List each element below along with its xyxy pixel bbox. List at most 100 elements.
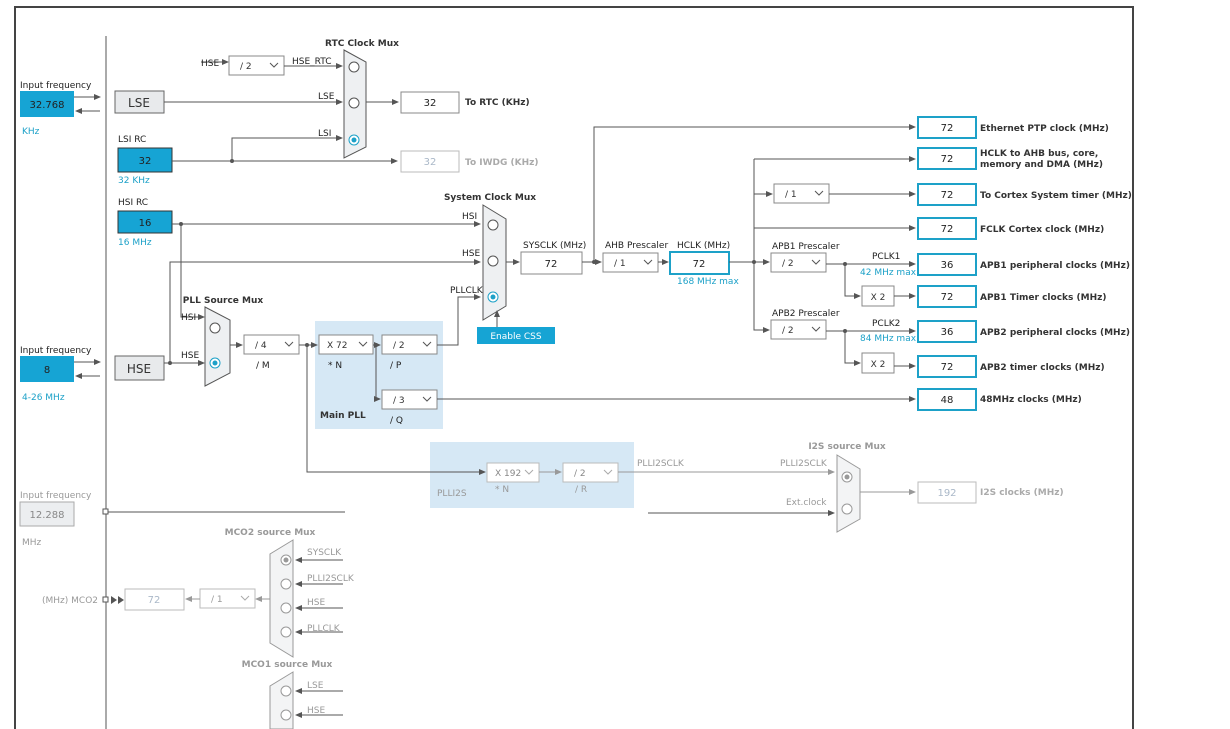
output-value-box[interactable] [917, 355, 977, 378]
sysclk-label: SYSCLK (MHz) [523, 241, 586, 251]
pll-source-hse-label: HSE [181, 351, 199, 361]
output-value: 72 [941, 362, 954, 373]
hclk-value: 72 [693, 259, 706, 270]
hse-block-label: HSE [127, 362, 151, 376]
pll-source-radio-hsi[interactable] [209, 322, 221, 334]
rtc-mux-title: RTC Clock Mux [325, 39, 399, 49]
sysclk-value-box[interactable] [520, 251, 583, 275]
output-apb1-timer: 72 APB1 Timer clocks (MHz) [917, 285, 1106, 308]
lse-input-field[interactable] [20, 91, 74, 117]
mco2-radio-plli2sclk[interactable] [280, 578, 292, 590]
i2s-mux-in1-label: PLLI2SCLK [780, 459, 828, 469]
i2s-mux-title: I2S source Mux [808, 442, 886, 452]
output-label: APB1 peripheral clocks (MHz) [980, 261, 1130, 271]
apb1-prescaler-title: APB1 Prescaler [772, 242, 840, 252]
plli2s-n-value: X 192 [495, 469, 521, 479]
sysclk-mux-hse-label: HSE [462, 249, 480, 259]
lse-input-value: 32.768 [30, 100, 65, 111]
hse-oscillator-block[interactable] [114, 355, 165, 381]
pclk2-max-label: 84 MHz max [860, 334, 917, 344]
hsi-rc-label: HSI RC [118, 198, 148, 208]
sysclk-value: 72 [545, 259, 558, 270]
lsi-rc-unit: 32 KHz [118, 176, 150, 186]
output-value-box[interactable] [917, 285, 977, 308]
sysclk-mux-hsi-label: HSI [462, 212, 477, 222]
sysclk-mux-radio-hse[interactable] [487, 255, 499, 267]
mco2-output-label: (MHz) MCO2 [42, 596, 98, 606]
system-clock-mux-title: System Clock Mux [444, 193, 536, 203]
hclk-max-label: 168 MHz max [677, 277, 739, 287]
mco1-in1-label: LSE [307, 681, 324, 691]
mco1-in2-label: HSE [307, 706, 325, 716]
output-label: FCLK Cortex clock (MHz) [980, 225, 1104, 235]
ext-input-field[interactable] [19, 501, 75, 527]
i2s-mux-in2-label: Ext.clock [786, 498, 827, 508]
output-label: APB2 peripheral clocks (MHz) [980, 328, 1130, 338]
output-value-box[interactable] [917, 147, 977, 170]
apb2-prescaler-select[interactable] [770, 319, 827, 340]
mco2-output-value-box[interactable] [124, 588, 185, 611]
plli2s-box-label: PLLI2S [437, 489, 467, 499]
output-value-box[interactable] [917, 116, 977, 139]
output-value: 72 [941, 292, 954, 303]
mco2-radio-hse[interactable] [280, 602, 292, 614]
hclk-value-box[interactable] [669, 251, 730, 275]
pll-source-mux-title: PLL Source Mux [183, 296, 264, 306]
mco1-source-mux [269, 671, 294, 729]
i2s-output-value: 192 [937, 488, 956, 499]
ext-input-value: 12.288 [30, 510, 65, 521]
mco1-radio-lse[interactable] [280, 685, 292, 697]
output-apb2-timer: 72 APB2 timer clocks (MHz) [917, 355, 1105, 378]
output-value: 48 [941, 395, 954, 406]
pll-source-hsi-label: HSI [181, 313, 196, 323]
rtc-mux-radio-lse[interactable] [348, 97, 360, 109]
plli2s-r-label: / R [575, 485, 587, 495]
output-hclk-ahb: 72 HCLK to AHB bus, core, memory and DMA… [917, 147, 1103, 170]
main-pll-label: Main PLL [320, 411, 366, 421]
pll-source-mux [204, 306, 231, 387]
output-label: Ethernet PTP clock (MHz) [980, 124, 1109, 134]
output-apb1-peripheral: 36 APB1 peripheral clocks (MHz) [917, 253, 1130, 276]
sysclk-mux-radio-hsi[interactable] [487, 219, 499, 231]
mco2-output-value: 72 [148, 595, 161, 606]
lse-input-unit: KHz [22, 127, 40, 137]
i2s-output-label: I2S clocks (MHz) [980, 488, 1064, 498]
ahb-prescaler-value: / 1 [614, 259, 626, 269]
output-ethernet-ptp: 72 Ethernet PTP clock (MHz) [917, 116, 1109, 139]
mco2-in1-label: SYSCLK [307, 548, 342, 558]
mco2-radio-pllclk[interactable] [280, 626, 292, 638]
lse-input-label: Input frequency [20, 81, 92, 91]
output-value-box[interactable] [917, 183, 977, 206]
mco1-radio-hse[interactable] [280, 709, 292, 721]
mco2-divider-value: / 1 [211, 595, 223, 605]
rtc-mux-radio-hse[interactable] [348, 61, 360, 73]
output-value-box[interactable] [917, 217, 977, 240]
rtc-output-value: 32 [424, 98, 437, 109]
rtc-lsi-input-label: LSI [318, 129, 331, 139]
i2s-output-value-box[interactable] [917, 481, 977, 504]
enable-css-button[interactable] [477, 327, 555, 344]
apb2-prescaler-title: APB2 Prescaler [772, 309, 840, 319]
apb1-prescaler-value: / 2 [782, 259, 794, 269]
i2s-source-mux [836, 454, 861, 533]
output-value-box[interactable] [917, 253, 977, 276]
output-value-box[interactable] [917, 320, 977, 343]
iwdg-output-value-box [400, 150, 460, 173]
output-value: 36 [941, 327, 954, 338]
hsi-rc-field [117, 210, 173, 234]
hse-input-unit: 4-26 MHz [22, 393, 65, 403]
ahb-prescaler-title: AHB Prescaler [605, 241, 668, 251]
output-label: APB1 Timer clocks (MHz) [980, 293, 1106, 303]
mco2-in2-label: PLLI2SCLK [307, 574, 355, 584]
output-label: HCLK to AHB bus, core, [980, 149, 1098, 159]
apb1-prescaler-select[interactable] [770, 252, 827, 273]
iwdg-output-value: 32 [424, 157, 437, 168]
hse-input-field[interactable] [20, 356, 74, 382]
rtc-output-value-box [400, 91, 460, 114]
output-value-box[interactable] [917, 388, 977, 411]
i2s-mux-radio-extclock[interactable] [841, 503, 853, 515]
plli2s-r-value: / 2 [574, 469, 586, 479]
sysclk-mux-pllclk-label: PLLCLK [450, 286, 484, 296]
output-label: To Cortex System timer (MHz) [980, 191, 1132, 201]
